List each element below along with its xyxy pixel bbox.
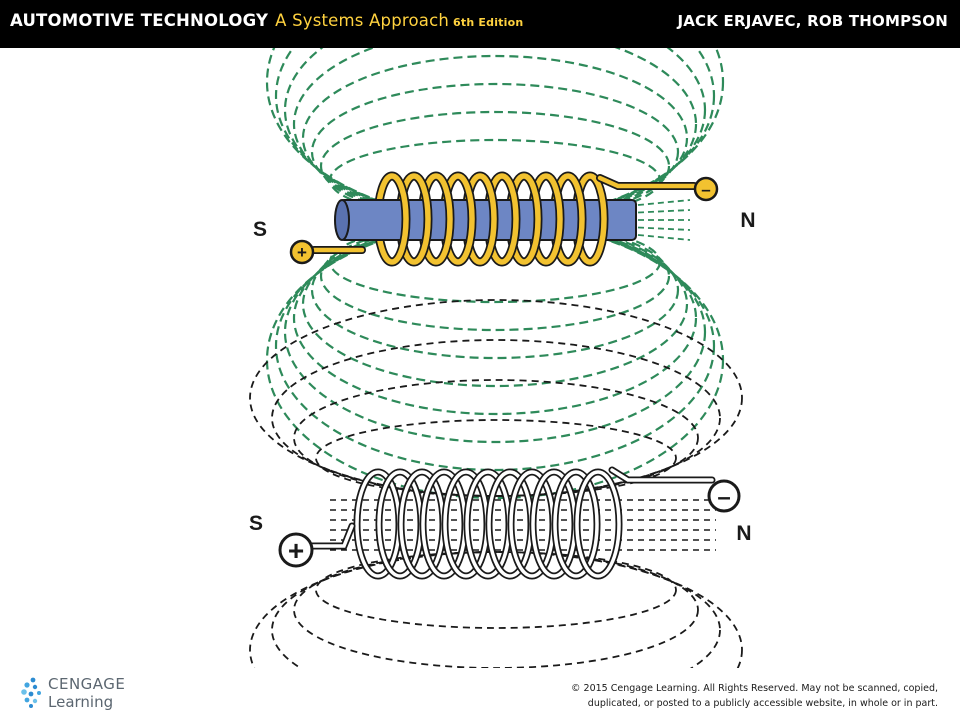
north-pole-outline-label: N: [736, 522, 751, 545]
bottom-lead-wire-positive-fill: [308, 524, 354, 548]
bottom-magnetic-field-lines: [249, 299, 743, 668]
top-magnetic-field-lines: [265, 48, 725, 500]
field-line-upper: [265, 48, 725, 222]
positive-terminal: [289, 239, 315, 265]
positive-terminal-label: +: [297, 243, 307, 262]
field-line-lower-outline: [249, 551, 743, 668]
coil-turn-front-fill: [391, 173, 409, 265]
field-line-upper-outline: [249, 299, 743, 497]
bottom-electromagnet-figure: – + S N: [249, 299, 752, 668]
negative-terminal-outline: [707, 479, 741, 513]
logo-wordmark-top: CENGAGE: [48, 675, 126, 693]
coil-turn-front-fill: [435, 173, 453, 265]
cengage-logo-icon: [21, 677, 41, 708]
field-line-end-north: [627, 209, 691, 214]
copyright-notice: © 2015 Cengage Learning. All Rights Rese…: [508, 681, 938, 711]
coil-turn-outline-fill: [553, 470, 599, 578]
cengage-logo: CENGAGE Learning: [20, 672, 145, 714]
iron-core-end: [334, 199, 350, 241]
coil-turn-front-fill: [523, 173, 541, 265]
field-line-upper-outline: [315, 419, 677, 497]
book-title-text: AUTOMOTIVE TECHNOLOGY: [10, 11, 269, 30]
negative-terminal-outline-label: –: [717, 484, 730, 511]
electromagnet-diagram: – + S N – + S N: [249, 48, 756, 668]
bottom-lead-wire-negative-fill: [610, 468, 714, 482]
field-line-lower-outline: [293, 551, 699, 668]
iron-core: [339, 199, 637, 241]
field-line-end-north: [627, 226, 691, 231]
field-line-lower: [301, 220, 689, 388]
field-line-upper: [310, 82, 680, 222]
book-authors: JACK ERJAVEC, ROB THOMPSON: [677, 12, 948, 30]
south-pole-label: S: [253, 218, 267, 241]
coil-turn-front-fill: [545, 173, 563, 265]
coil-turn-front-fill: [501, 173, 519, 265]
negative-terminal: [693, 176, 719, 202]
field-line-upper: [319, 110, 671, 222]
top-coil-front-turns: [391, 171, 609, 267]
logo-wordmark-bottom: Learning: [48, 693, 114, 711]
coil-turn-front-fill: [589, 173, 607, 265]
field-line-upper-outline: [271, 339, 721, 497]
copyright-line-1: © 2015 Cengage Learning. All Rights Rese…: [571, 683, 938, 694]
book-subtitle: A Systems Approach: [275, 11, 450, 30]
positive-terminal-outline-label: +: [288, 535, 304, 566]
negative-terminal-label: –: [701, 180, 710, 199]
book-edition: 6th Edition: [453, 16, 524, 29]
field-line-upper: [301, 54, 689, 222]
coil-turn-front-fill: [479, 173, 497, 265]
coil-turn-front-fill: [457, 173, 475, 265]
top-electromagnet-figure: – + S N: [253, 48, 756, 500]
top-lead-wire-negative-fill: [597, 175, 697, 189]
coil-turn-front-fill: [413, 173, 431, 265]
coil-turn-front-fill: [567, 173, 585, 265]
field-line-end-north: [627, 233, 691, 241]
coil-turn-outline-fill: [575, 470, 621, 578]
positive-terminal-outline: [278, 532, 314, 568]
north-pole-label: N: [740, 209, 755, 232]
copyright-line-2: duplicated, or posted to a publicly acce…: [587, 698, 938, 709]
south-pole-outline-label: S: [249, 512, 263, 535]
field-line-lower: [274, 220, 716, 472]
field-line-end-north: [627, 199, 691, 207]
bottom-coil-turns: [353, 468, 623, 580]
field-line-lower-outline: [271, 551, 721, 668]
